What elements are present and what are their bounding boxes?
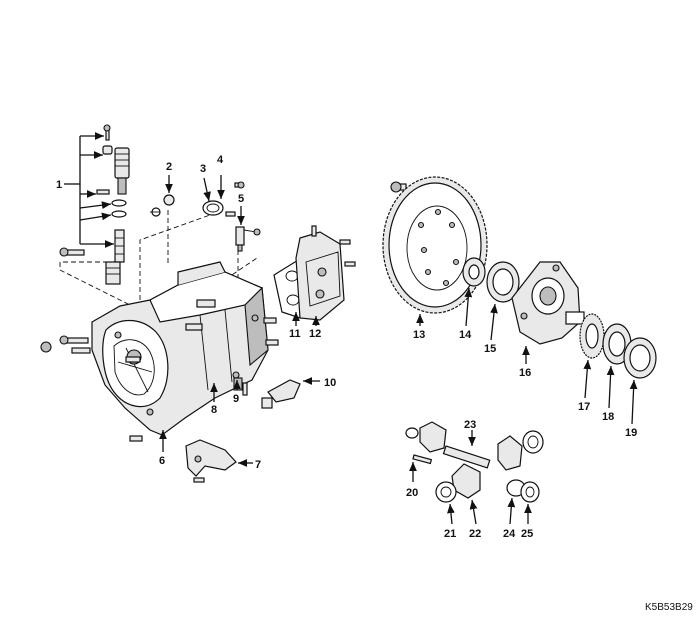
callout-13: 13 — [413, 329, 425, 341]
callout-12: 12 — [309, 328, 321, 340]
callout-14: 14 — [459, 329, 472, 341]
callout-1-bracket — [64, 132, 114, 248]
callout-4: 4 — [217, 154, 224, 166]
final-gear-group — [382, 176, 657, 425]
callout-9: 9 — [233, 393, 239, 405]
callout-15: 15 — [484, 343, 496, 355]
callout-8: 8 — [211, 404, 217, 416]
callout-1: 1 — [56, 179, 62, 191]
transmission-case-group — [40, 124, 320, 483]
figure-code: K5B53B29 — [645, 602, 693, 613]
callout-3: 3 — [200, 163, 206, 175]
cover-bracket — [185, 439, 253, 483]
callout-6: 6 — [159, 455, 165, 467]
callout-19: 19 — [625, 427, 637, 439]
speedometer-gear-assembly — [96, 124, 130, 285]
transmission-case-body — [91, 261, 269, 436]
rear-cover-group — [273, 225, 356, 326]
callout-17: 17 — [578, 401, 590, 413]
callout-18: 18 — [602, 411, 614, 423]
callout-10: 10 — [324, 377, 336, 389]
callout-23: 23 — [464, 419, 476, 431]
differential-gears-group — [405, 421, 544, 525]
callout-7: 7 — [255, 459, 261, 471]
shift-arm — [267, 377, 320, 403]
callout-2: 2 — [166, 161, 172, 173]
callout-11: 11 — [289, 328, 301, 340]
callout-25: 25 — [521, 528, 533, 540]
callout-16: 16 — [519, 367, 531, 379]
callout-21: 21 — [444, 528, 456, 540]
callout-24: 24 — [503, 528, 516, 540]
case-bolts — [40, 247, 279, 442]
callout-20: 20 — [406, 487, 418, 499]
callout-5: 5 — [238, 193, 244, 205]
callout-labels: 1 2 3 4 5 6 7 8 9 10 11 12 13 14 15 16 1… — [56, 154, 637, 540]
plug-and-seal-parts — [150, 175, 245, 217]
backup-lamp-switch — [235, 206, 261, 252]
callout-22: 22 — [469, 528, 481, 540]
